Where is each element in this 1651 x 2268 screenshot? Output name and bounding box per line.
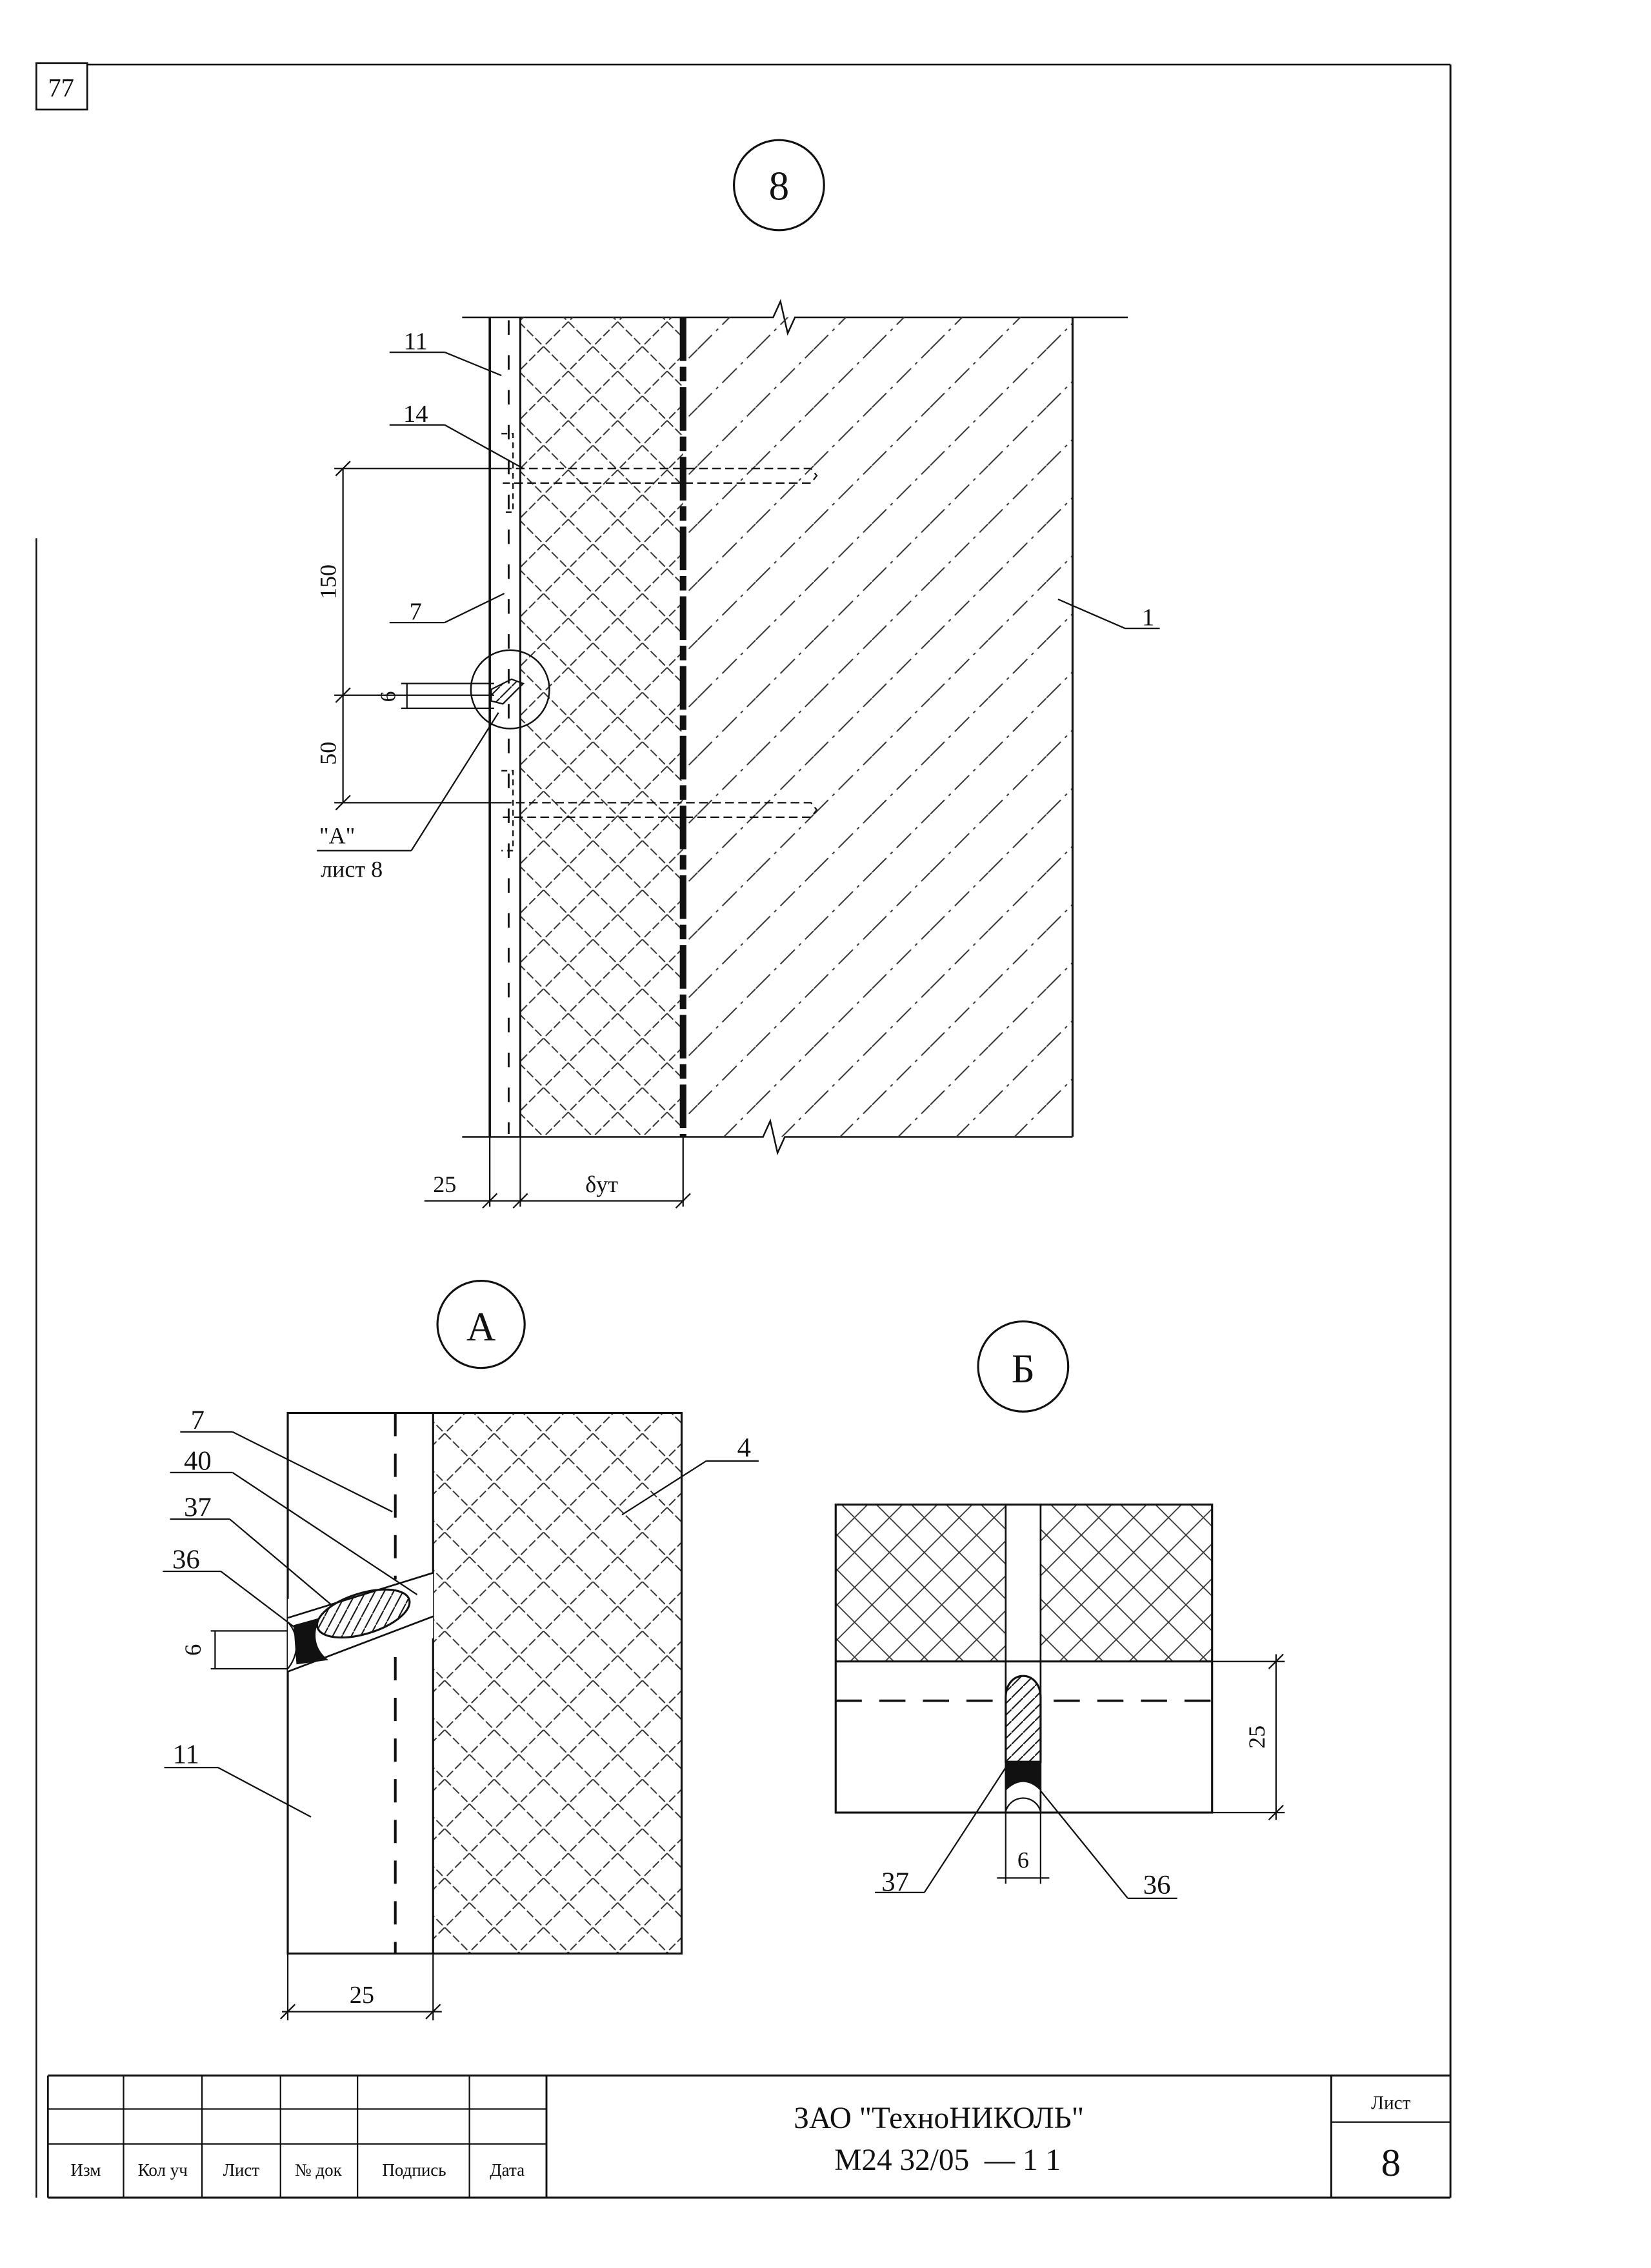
detail-a-callout-4: 4 xyxy=(737,1433,751,1463)
page-number-box: 77 xyxy=(35,62,88,111)
callout-7: 7 xyxy=(410,599,422,626)
detail-b-dim-6: 6 xyxy=(1017,1847,1029,1873)
dim-25-view8: 25 xyxy=(433,1171,456,1197)
tb-col-kol-uch: Кол уч xyxy=(138,2160,188,2180)
tb-sheet-number: 8 xyxy=(1381,2142,1401,2185)
masonry-wall xyxy=(686,317,1073,1137)
title-block: Изм Кол уч Лист № док Подпись Дата ЗАО "… xyxy=(46,2074,1451,2199)
detail-a-marker: А xyxy=(436,1279,526,1369)
detail-a-callout-7: 7 xyxy=(191,1405,205,1435)
detail-b-callout-37: 37 xyxy=(881,1867,909,1898)
detail-a-insulation xyxy=(433,1413,682,1954)
dim-6: 6 xyxy=(377,691,401,702)
detail-b-dimensions: 25 6 xyxy=(997,1653,1285,1884)
anchor-bottom xyxy=(501,770,818,851)
detail-a-callout-37: 37 xyxy=(184,1492,212,1522)
detail-b-label: Б xyxy=(1012,1346,1035,1391)
callout-14: 14 xyxy=(403,401,428,428)
view-8-marker: 8 xyxy=(733,139,825,232)
tb-col-podpis: Подпись xyxy=(382,2160,446,2180)
tb-sheet-label: Лист xyxy=(1371,2093,1411,2114)
detail-b-section xyxy=(834,1503,1214,1814)
view-8-dimensions: 150 50 6 25 δут xyxy=(315,461,691,1209)
tb-col-no-dok: № док xyxy=(295,2160,343,2180)
dim-insulation-thickness: δут xyxy=(585,1171,618,1197)
detail-a-backer-rod xyxy=(315,1588,411,1639)
insulation-layer xyxy=(520,317,683,1137)
detail-b-insulation-left xyxy=(836,1504,1006,1662)
view-8-label: 8 xyxy=(769,164,790,209)
detail-a-dim-6: 6 xyxy=(180,1644,206,1656)
detail-a-callout-circle xyxy=(470,649,550,730)
tb-company: ЗАО "ТехноНИКОЛЬ" xyxy=(794,2102,1084,2135)
tb-col-data: Дата xyxy=(490,2160,525,2180)
detail-b-callout-36: 36 xyxy=(1143,1870,1171,1900)
detail-a-dimensions: 6 25 xyxy=(180,1630,442,2021)
detail-a-section xyxy=(286,1411,683,1955)
detail-b-insulation-right xyxy=(1040,1504,1212,1662)
view-8-leaders: 11 14 7 1 "А" лист 8 xyxy=(317,328,1160,882)
wall-section xyxy=(462,299,1128,1156)
detail-b-sealant xyxy=(1005,1762,1041,1791)
callout-1: 1 xyxy=(1142,604,1154,632)
ref-note-line2: лист 8 xyxy=(321,856,383,882)
detail-a-label: А xyxy=(466,1304,496,1349)
dim-50: 50 xyxy=(315,742,341,765)
ref-note-line1: "А" xyxy=(319,822,355,848)
detail-a-sealant xyxy=(294,1618,329,1665)
callout-11: 11 xyxy=(404,328,428,355)
detail-a-dim-25: 25 xyxy=(350,1982,374,2009)
dim-150: 150 xyxy=(315,564,341,599)
detail-a-callout-11: 11 xyxy=(173,1739,199,1769)
joint-sealant-view8 xyxy=(490,678,525,705)
detail-b-leaders: 37 36 xyxy=(875,1767,1177,1900)
page-number: 77 xyxy=(48,74,74,103)
detail-b-dim-25: 25 xyxy=(1244,1726,1270,1749)
tb-col-list: Лист xyxy=(223,2160,260,2180)
detail-b-marker: Б xyxy=(977,1320,1070,1413)
detail-b-backer-rod xyxy=(1005,1675,1042,1763)
detail-a-leaders: 7 40 37 36 11 4 xyxy=(163,1405,759,1818)
anchor-top xyxy=(501,433,818,513)
sheet-frame xyxy=(35,63,1452,2198)
detail-a-callout-40: 40 xyxy=(184,1446,212,1476)
tb-doc-code: М24 32/05 — 1 1 xyxy=(834,2144,1061,2177)
detail-a-callout-36: 36 xyxy=(172,1545,200,1575)
tb-col-izm: Изм xyxy=(70,2160,101,2180)
